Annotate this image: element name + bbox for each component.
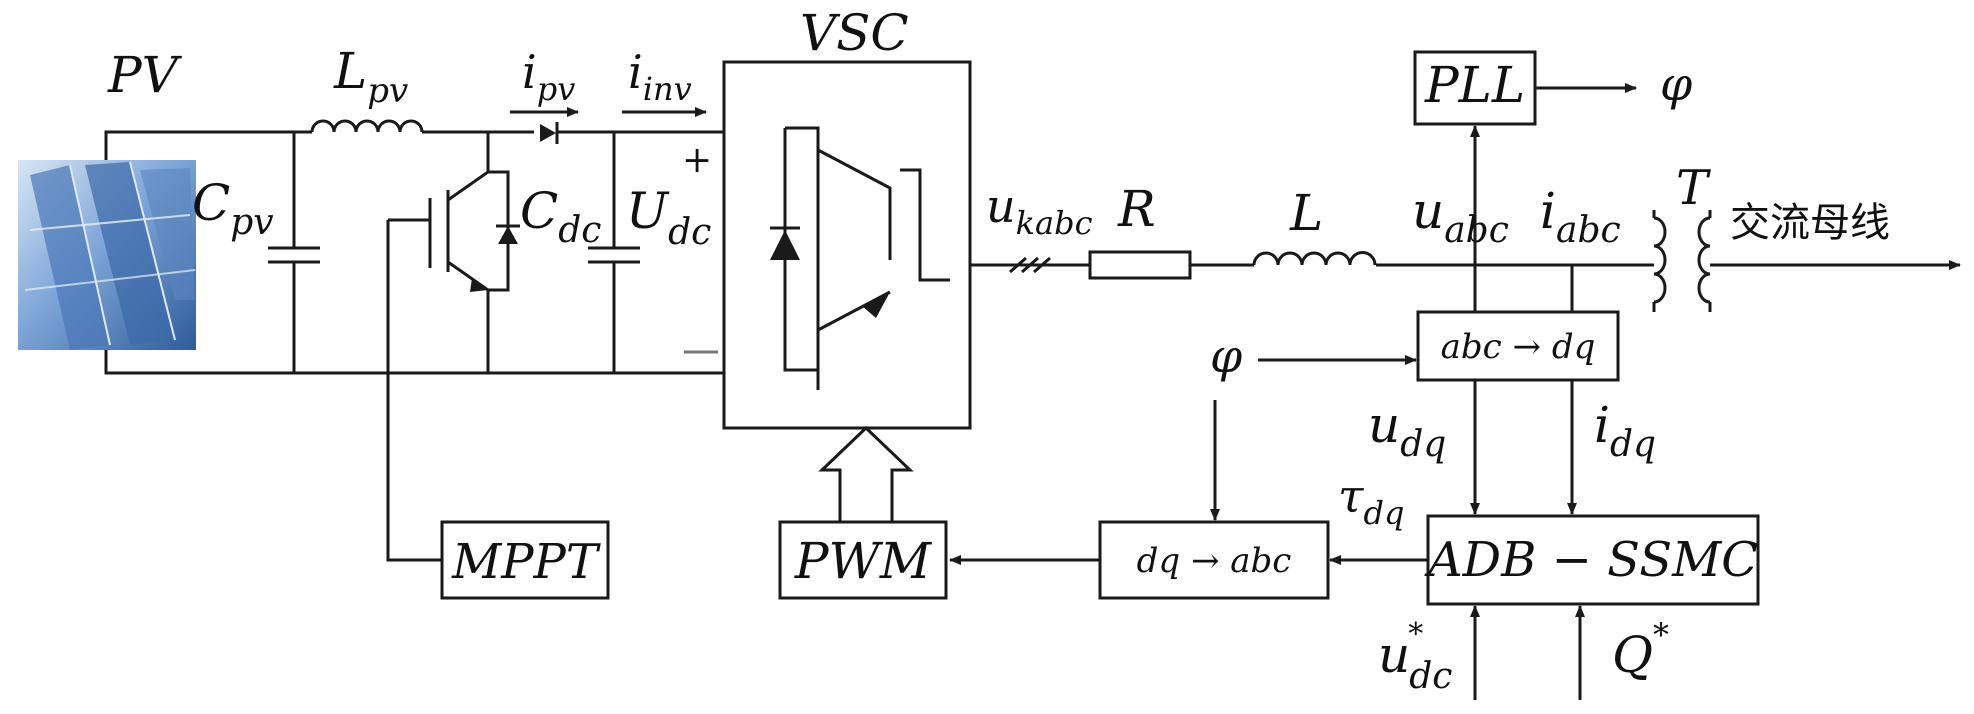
cdc-label: Cdc [520,182,601,251]
r-label: R [1117,180,1156,238]
mppt-block [440,520,610,600]
uabc-label: uabc [1412,182,1509,251]
abc-dq-block-label: abc → dq [1441,327,1596,367]
pwm-hollow-arrow [818,425,914,522]
l-label: L [1289,184,1323,242]
cpv-label: Cpv [192,174,274,243]
igbt-switch [447,132,490,373]
lpv-label: Lpv [333,42,408,111]
three-phase-hatch [1009,256,1051,274]
pll-block [1413,50,1537,126]
dc-bottom-rail [104,350,724,375]
vsc-label: VSC [800,4,909,62]
inductor-l [1252,251,1377,266]
q-ref-label: Q* [1612,616,1669,684]
boost-diode [540,124,556,142]
adb-ssmc-block [1426,514,1760,606]
iabc-label: iabc [1540,182,1621,251]
udc-ref-label: u*dc [1378,617,1452,697]
iinv-label: iinv [628,45,692,108]
pwm-block [778,520,948,600]
plus-sign: + [682,140,712,181]
igbt-antiparallel-diode [488,170,510,292]
adb-ssmc-block-label: ADB − SSMC [1424,532,1758,588]
idq-label: idq [1594,396,1656,465]
transformer-secondary [1697,216,1711,304]
transformer-primary [1653,216,1667,304]
pll-block-label: PLL [1424,56,1525,114]
phi-output-label: φ [1660,57,1693,111]
mppt-block-label: MPPT [451,534,601,590]
ipv-label: ipv [522,45,575,108]
udc-label: Udc [626,182,711,253]
t-label: T [1676,160,1711,216]
phi-input-label: φ [1210,329,1243,383]
pwm-block-label: PWM [794,532,933,590]
udq-label: udq [1368,396,1446,465]
resistor-r [1088,250,1192,280]
lpv-inductor [310,119,424,133]
vsc-block [722,60,972,430]
ukabc-label: ukabc [986,179,1093,242]
pv-top-wire [104,130,312,160]
taudq-label: τdq [1338,469,1404,532]
mppt-gate-wire [386,220,442,562]
abc-dq-block [1416,310,1620,382]
dq-abc-block-label: dq → abc [1137,541,1292,581]
pv-label: PV [107,46,183,104]
ac-bus-label: 交流母线 [1730,200,1890,246]
pv-panel-image [18,160,196,350]
